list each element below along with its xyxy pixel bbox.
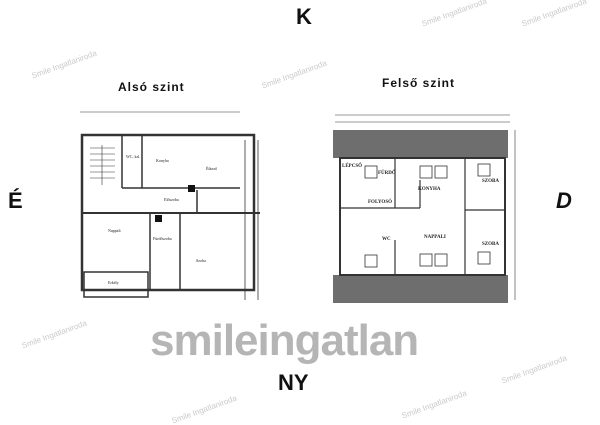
room-label: SZOBA <box>482 179 499 184</box>
roof-top <box>333 130 508 158</box>
room-label: Fürdőszoba <box>153 236 172 241</box>
compass-east: D <box>556 188 572 213</box>
room-label: Előszoba <box>164 197 179 202</box>
room-label: FÜRDŐ <box>378 170 396 176</box>
watermark-text: Smile Ingatlaniroda <box>520 0 588 29</box>
room-label: WC, kzl. <box>126 154 140 160</box>
compass-south: NY <box>278 370 309 395</box>
room-label: SZOBA <box>482 242 499 247</box>
compass-north: K <box>296 4 312 29</box>
room-label: Étkező <box>206 166 217 171</box>
watermark-text: Smile Ingatlaniroda <box>30 48 98 81</box>
room-label: LÉPCSŐ <box>342 163 362 169</box>
roof-bottom <box>333 275 508 303</box>
lower-floor-plan: WC, kzl. Konyha Étkező Előszoba Nappali … <box>80 111 260 300</box>
room-label: Nappali <box>108 228 122 233</box>
room-label: Erkély <box>108 280 119 285</box>
watermark-text: Smile Ingatlaniroda <box>420 0 488 29</box>
room-label: NAPPALI <box>424 235 446 240</box>
room-label: KONYHA <box>418 187 441 192</box>
upper-floor-plan: LÉPCSŐ FÜRDŐ KONYHA SZOBA FOLYOSÓ NAPPAL… <box>333 114 516 303</box>
compass-west: É <box>8 188 23 213</box>
watermark-text: Smile Ingatlaniroda <box>400 388 468 421</box>
watermark-text: Smile Ingatlaniroda <box>260 58 328 91</box>
lower-plan-title: Alsó szint <box>118 80 185 94</box>
room-label: Szoba <box>196 258 206 263</box>
upper-plan-title: Felső szint <box>382 76 456 90</box>
watermark-logo: smileingatlan <box>150 316 419 365</box>
room-label: FOLYOSÓ <box>368 199 392 205</box>
watermark-text: Smile Ingatlaniroda <box>20 318 88 351</box>
watermark-text: Smile Ingatlaniroda <box>500 353 568 386</box>
room-label: WC <box>382 237 391 242</box>
room-label: Konyha <box>156 158 169 163</box>
watermark-text: Smile Ingatlaniroda <box>170 393 238 425</box>
